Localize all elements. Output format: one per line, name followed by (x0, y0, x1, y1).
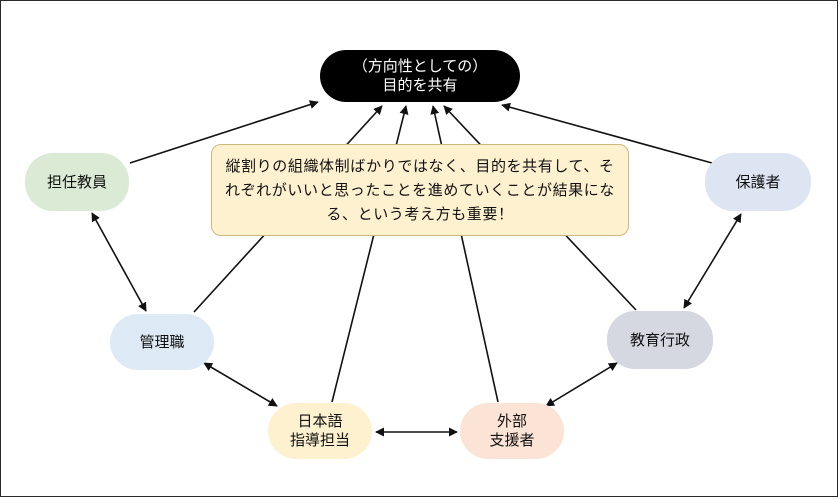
guardian-node: 保護者 (705, 153, 811, 211)
callout-box: 縦割りの組織体制ばかりではなく、目的を共有して、それぞれがいいと思ったことを進め… (211, 144, 629, 236)
arrow-guardian-to-goal (501, 102, 713, 164)
external-support-line-1: 外部 (496, 412, 527, 430)
education-admin-node: 教育行政 (607, 311, 713, 369)
management-label: 管理職 (139, 332, 185, 351)
japanese-instructor-node: 日本語 指導担当 (268, 403, 372, 459)
link-external-support-education-admin (545, 362, 618, 407)
teacher-node: 担任教員 (25, 153, 129, 211)
link-management-japanese-instructor (203, 362, 278, 407)
external-support-node: 外部 支援者 (460, 403, 564, 459)
guardian-label: 保護者 (735, 172, 781, 191)
management-node: 管理職 (110, 314, 214, 370)
japanese-instructor-line-2: 指導担当 (289, 431, 350, 449)
japanese-instructor-line-1: 日本語 (297, 412, 343, 430)
link-teacher-management (91, 212, 147, 312)
goal-node: （方向性としての） 目的を共有 (320, 50, 520, 102)
education-admin-label: 教育行政 (629, 330, 690, 349)
callout-text: 縦割りの組織体制ばかりではなく、目的を共有して、それぞれがいいと思ったことを進め… (224, 157, 615, 223)
teacher-label: 担任教員 (46, 172, 107, 191)
external-support-line-2: 支援者 (489, 431, 535, 449)
goal-line-1: （方向性としての） (352, 57, 488, 75)
link-education-admin-guardian (683, 213, 742, 309)
arrow-teacher-to-goal (129, 100, 319, 164)
goal-line-2: 目的を共有 (382, 76, 458, 94)
